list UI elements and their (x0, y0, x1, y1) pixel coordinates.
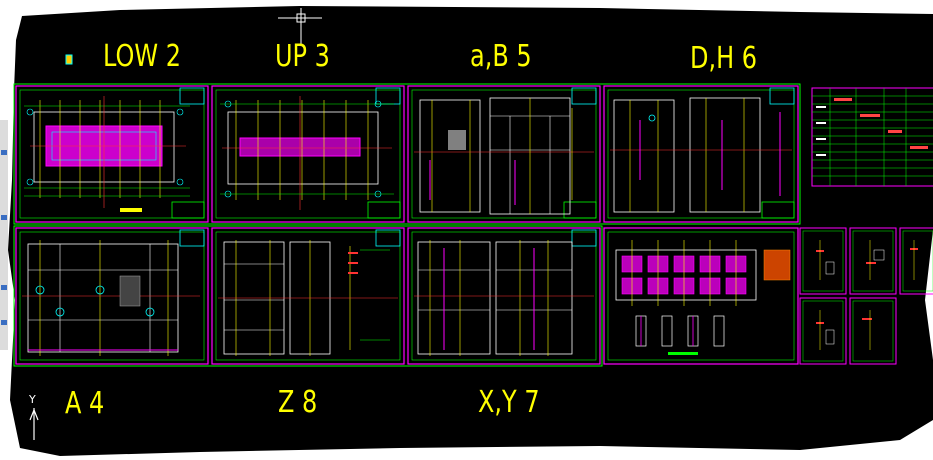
sheet-label-a: A 4 (65, 386, 104, 420)
sheet-dh[interactable] (603, 85, 799, 223)
sheet-label-z: Z 8 (278, 385, 317, 419)
sheet-a[interactable] (15, 227, 209, 365)
sheet-label-ab: a,B 5 (470, 39, 532, 73)
crosshair-cursor-icon (278, 8, 322, 46)
ucs-y-label: Y (28, 393, 36, 406)
sheet-schedule-table[interactable] (811, 87, 933, 187)
left-toolbar-strip[interactable] (0, 120, 8, 350)
sheet-up[interactable] (211, 85, 405, 223)
top-row-border (13, 83, 801, 225)
sheet-plan-grid[interactable] (603, 227, 799, 365)
layer-marker-icon (65, 54, 73, 65)
sheet-label-dh: D,H 6 (690, 41, 757, 75)
ucs-axis-icon (29, 408, 39, 440)
bottom-row-border (13, 225, 603, 367)
sheet-low[interactable] (15, 85, 209, 223)
sheet-ab[interactable] (407, 85, 601, 223)
sheet-label-xy: X,Y 7 (478, 385, 540, 419)
sheet-label-up: UP 3 (275, 39, 330, 73)
sheet-details[interactable] (799, 227, 933, 365)
sheet-z[interactable] (211, 227, 405, 365)
model-space-background[interactable] (8, 6, 933, 456)
sheet-label-low: LOW 2 (103, 39, 181, 73)
sheet-xy[interactable] (407, 227, 601, 365)
